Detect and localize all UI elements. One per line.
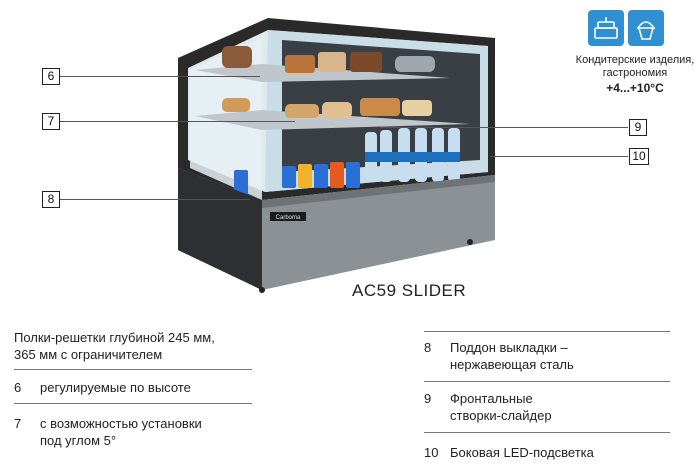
divider [424, 331, 670, 332]
leader-line-7 [60, 121, 295, 122]
spec-number: 6 [14, 380, 22, 395]
display-case-illustration: Carboma [178, 18, 495, 293]
callout-10: 10 [629, 148, 649, 165]
temp-caption: Кондитерские изделия, гастрономия [575, 54, 695, 79]
spec-text: с возможностью установки под углом 5° [40, 416, 202, 448]
leader-line-8 [60, 199, 250, 200]
spec-text: регулируемые по высоте [40, 380, 191, 395]
spec-text: Поддон выкладки – нержавеющая сталь [450, 340, 574, 372]
callout-9: 9 [629, 119, 647, 136]
model-name: AC59 SLIDER [352, 281, 467, 300]
brand-plate: Carboma [276, 215, 301, 221]
cupcake-icon [628, 10, 664, 46]
divider [424, 381, 670, 382]
spec-text: Боковая LED-подсветка [450, 445, 594, 460]
spec-intro-text: Полки-решетки глубиной 245 мм, 365 мм с … [14, 330, 215, 362]
leader-line-6 [60, 76, 260, 77]
spec-number: 7 [14, 416, 22, 431]
leader-line-9 [380, 127, 628, 128]
spec-number: 10 [424, 445, 439, 460]
cake-icon [588, 10, 624, 46]
callout-8: 8 [42, 191, 60, 208]
divider [14, 403, 252, 404]
spec-text: Фронтальные створки-слайдер [450, 391, 552, 423]
divider [424, 432, 670, 433]
temp-range: +4...+10°C [606, 81, 664, 95]
spec-number: 8 [424, 340, 432, 355]
spec-number: 9 [424, 391, 432, 406]
leader-line-10 [490, 156, 628, 157]
callout-7: 7 [42, 113, 60, 130]
callout-6: 6 [42, 68, 60, 85]
divider [14, 369, 252, 370]
